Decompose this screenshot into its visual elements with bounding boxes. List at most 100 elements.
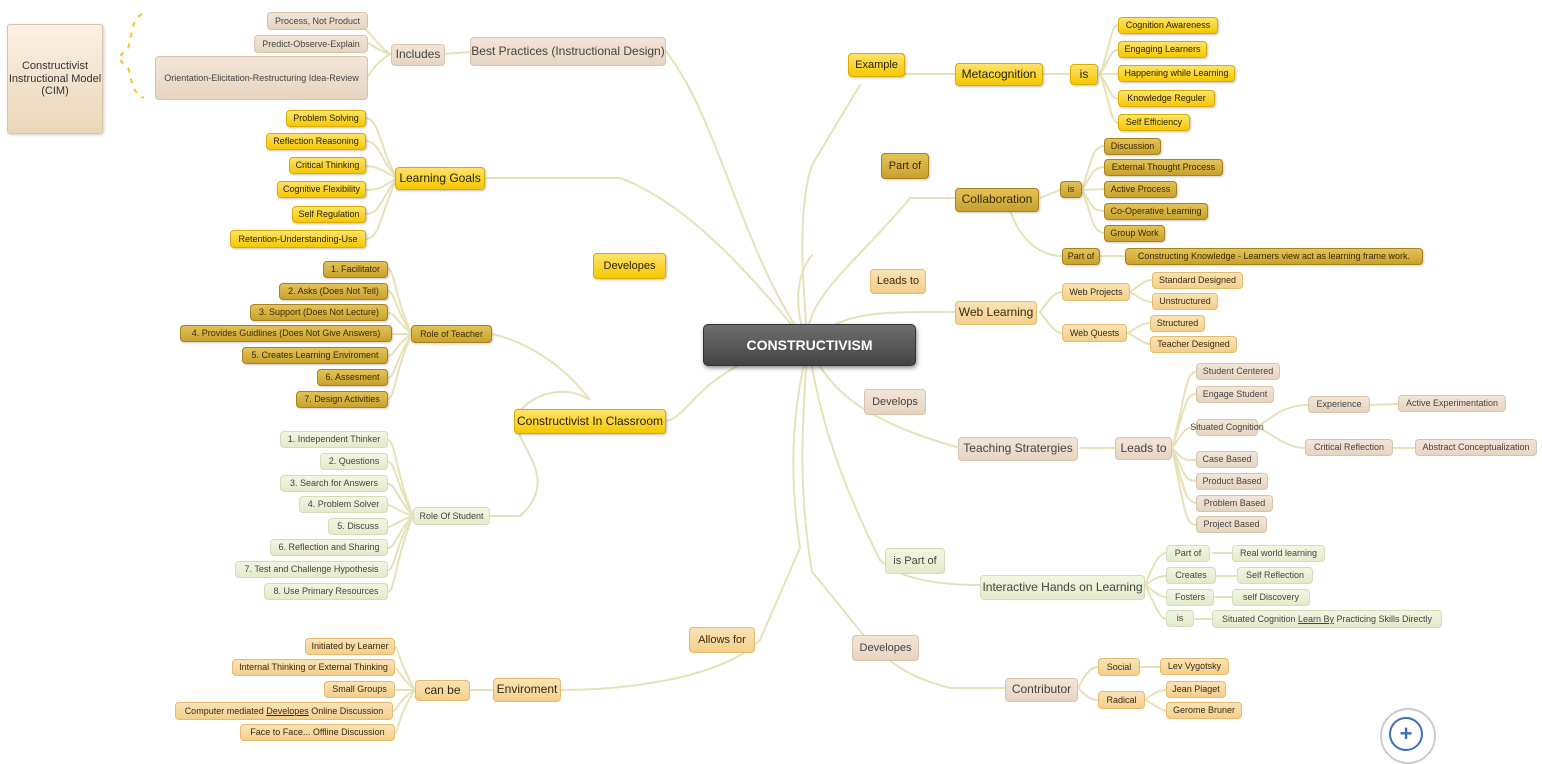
central-topic[interactable]: CONSTRUCTIVISM [703,324,916,366]
developes-right-label[interactable]: Developes [852,635,919,661]
leads-to-label[interactable]: Leads to [870,269,926,294]
student-item[interactable]: 7. Test and Challenge Hypothesis [235,561,388,578]
experience-node[interactable]: Experience [1308,396,1370,413]
metacognition-node[interactable]: Metacognition [955,63,1043,86]
social-node[interactable]: Social [1098,658,1140,676]
collab-item[interactable]: Co-Operative Learning [1104,203,1208,220]
strategy-item[interactable]: Situated Cognition [1190,419,1264,436]
env-item-computer[interactable]: Computer mediated Developes Online Discu… [175,702,393,720]
contributor-node[interactable]: Contributor [1005,678,1078,702]
meta-item[interactable]: Happening while Learning [1118,65,1235,82]
contributor-person[interactable]: Lev Vygotsky [1160,658,1229,675]
hands-val-situated[interactable]: Situated Cognition Learn By Practicing S… [1212,610,1442,628]
meta-item[interactable]: Cognition Awareness [1118,17,1218,34]
bp-item[interactable]: Orientation-Elicitation-Restructuring Id… [155,56,368,100]
abstract-conceptualization-node[interactable]: Abstract Conceptualization [1415,439,1537,456]
goal-item[interactable]: Self Regulation [292,206,366,223]
role-of-student-node[interactable]: Role Of Student [413,507,490,525]
bp-item[interactable]: Process, Not Product [267,12,368,30]
strategy-item[interactable]: Case Based [1196,451,1258,468]
critical-reflection-node[interactable]: Critical Reflection [1305,439,1393,456]
goal-item[interactable]: Critical Thinking [289,157,366,174]
student-item[interactable]: 6. Reflection and Sharing [270,539,388,556]
collab-part-of-node[interactable]: Part of [1062,248,1100,265]
classroom-node[interactable]: Constructivist In Classroom [514,409,666,434]
teacher-item[interactable]: 1. Facilitator [323,261,388,278]
hands-val[interactable]: Real world learning [1232,545,1325,562]
hands-rel[interactable]: Fosters [1166,589,1214,606]
hands-rel[interactable]: Creates [1166,567,1216,584]
student-item[interactable]: 3. Search for Answers [280,475,388,492]
meta-item[interactable]: Engaging Learners [1118,41,1207,58]
goal-item[interactable]: Cognitive Flexibility [277,181,366,198]
teacher-item[interactable]: 5. Creates Learning Enviroment [242,347,388,364]
learning-goals-node[interactable]: Learning Goals [395,167,485,190]
part-of-label[interactable]: Part of [881,153,929,179]
hands-on-node[interactable]: Interactive Hands on Learning [980,575,1145,600]
constructing-knowledge-item[interactable]: Constructing Knowledge - Learners view a… [1125,248,1423,265]
teacher-item[interactable]: 6. Assesment [317,369,388,386]
strategy-item[interactable]: Problem Based [1196,495,1273,512]
goal-item[interactable]: Problem Solving [286,110,366,127]
is-node[interactable]: is [1070,64,1098,85]
teacher-item[interactable]: 2. Asks (Does Not Tell) [279,283,388,300]
zoom-in-button[interactable]: + [1380,708,1436,764]
active-experimentation-node[interactable]: Active Experimentation [1398,395,1506,412]
can-be-node[interactable]: can be [415,680,470,701]
collab-item[interactable]: External Thought Process [1104,159,1223,176]
strategy-item[interactable]: Product Based [1196,473,1268,490]
web-quests-node[interactable]: Web Quests [1062,324,1127,342]
includes-node[interactable]: Includes [391,44,445,66]
student-item[interactable]: 4. Problem Solver [299,496,388,513]
teaching-strategies-node[interactable]: Teaching Stratergies [958,437,1078,461]
hands-val[interactable]: self Discovery [1232,589,1310,606]
collab-is-node[interactable]: is [1060,181,1082,198]
contributor-person[interactable]: Gerome Bruner [1166,702,1242,719]
env-item[interactable]: Initiated by Learner [305,638,395,655]
developes-link[interactable]: Developes [266,705,309,716]
web-quest-item[interactable]: Teacher Designed [1150,336,1237,353]
meta-item[interactable]: Knowledge Reguler [1118,90,1215,107]
collab-item[interactable]: Active Process [1104,181,1177,198]
hands-val[interactable]: Self Reflection [1237,567,1313,584]
collaboration-node[interactable]: Collaboration [955,188,1039,212]
teacher-item[interactable]: 4. Provides Guidlines (Does Not Give Ans… [180,325,392,342]
strategy-item[interactable]: Engage Student [1196,386,1274,403]
contributor-person[interactable]: Jean Piaget [1166,681,1226,698]
goal-item[interactable]: Retention-Understanding-Use [230,230,366,248]
example-label[interactable]: Example [848,53,905,77]
web-project-item[interactable]: Standard Designed [1152,272,1243,289]
student-item[interactable]: 2. Questions [320,453,388,470]
teacher-item[interactable]: 7. Design Activities [296,391,388,408]
allows-for-label[interactable]: Allows for [689,627,755,653]
develops-label[interactable]: Develops [864,389,926,415]
teaching-leads-to-node[interactable]: Leads to [1115,437,1172,460]
student-item[interactable]: 8. Use Primary Resources [264,583,388,600]
web-quest-item[interactable]: Structured [1150,315,1205,332]
web-learning-node[interactable]: Web Learning [955,301,1037,325]
meta-item[interactable]: Self Efficiency [1118,114,1190,131]
developes-label[interactable]: Developes [593,253,666,279]
hands-rel[interactable]: Part of [1166,545,1210,562]
bp-item[interactable]: Predict-Observe-Explain [254,35,368,53]
goal-item[interactable]: Reflection Reasoning [266,133,366,150]
web-projects-node[interactable]: Web Projects [1062,283,1130,301]
env-item[interactable]: Small Groups [324,681,395,698]
env-item[interactable]: Face to Face... Offline Discussion [240,724,395,741]
student-item[interactable]: 5. Discuss [328,518,388,535]
learn-by-link[interactable]: Learn By [1298,613,1335,624]
hands-rel[interactable]: is [1166,610,1194,627]
role-of-teacher-node[interactable]: Role of Teacher [411,325,492,343]
cim-box[interactable]: Constructivist Instructional Model (CIM) [7,24,103,134]
best-practices-node[interactable]: Best Practices (Instructional Design) [470,37,666,66]
radical-node[interactable]: Radical [1098,691,1145,709]
student-item[interactable]: 1. Independent Thinker [280,431,388,448]
collab-item[interactable]: Discussion [1104,138,1161,155]
is-part-of-label[interactable]: is Part of [885,548,945,574]
strategy-item[interactable]: Project Based [1196,516,1267,533]
collab-item[interactable]: Group Work [1104,225,1165,242]
teacher-item[interactable]: 3. Support (Does Not Lecture) [250,304,388,321]
environment-node[interactable]: Enviroment [493,678,561,702]
env-item[interactable]: Internal Thinking or External Thinking [232,659,395,676]
web-project-item[interactable]: Unstructured [1152,293,1218,310]
